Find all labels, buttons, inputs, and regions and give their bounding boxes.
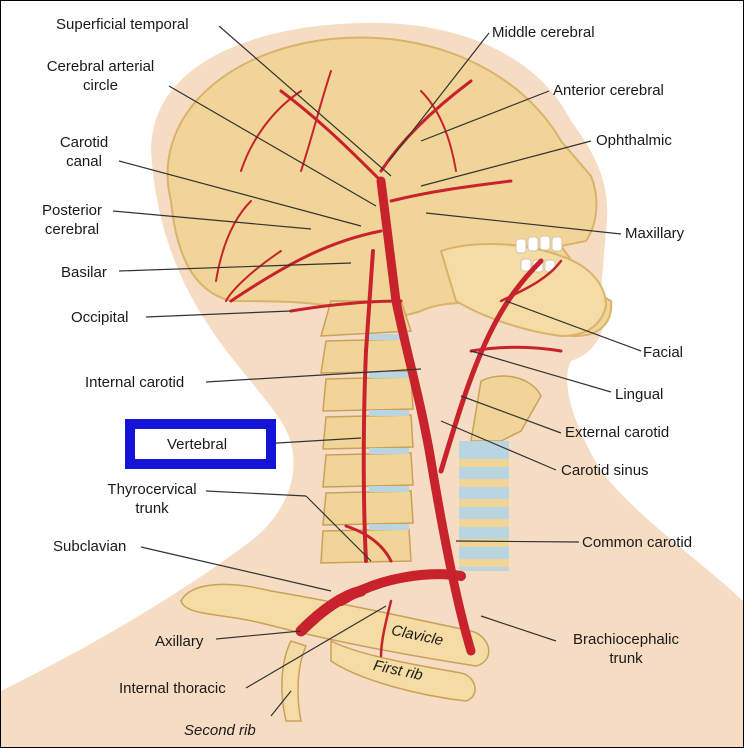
label-superficial-temporal: Superficial temporal: [56, 16, 189, 33]
label-internal-carotid: Internal carotid: [85, 374, 185, 391]
first-rib-bone: [330, 639, 476, 702]
label-brachiocephalic-trunk: Brachiocephalic trunk: [573, 631, 679, 667]
label-external-carotid: External carotid: [565, 424, 670, 441]
clavicle-bone: [180, 583, 490, 667]
larynx-cartilage: [470, 375, 542, 442]
label-carotid-sinus: Carotid sinus: [561, 462, 649, 479]
label-subclavian: Subclavian: [53, 538, 127, 555]
label-vertebral: Vertebral: [167, 436, 228, 453]
label-lingual: Lingual: [615, 386, 664, 403]
second-rib-bone: [281, 640, 308, 722]
intervertebral-discs: [369, 334, 409, 530]
label-cerebral-arterial-circle: Cerebral arterial circle: [46, 58, 155, 94]
trachea-rings: [459, 441, 509, 571]
label-carotid-canal: Carotid canal: [59, 134, 109, 170]
label-facial: Facial: [643, 344, 684, 361]
leader-lines: [112, 25, 642, 717]
label-posterior-cerebral: Posterior cerebral: [41, 202, 103, 238]
label-second-rib: Second rib: [184, 722, 256, 739]
label-internal-thoracic: Internal thoracic: [119, 680, 226, 697]
vertebral-highlight-fill: [135, 429, 266, 459]
label-common-carotid: Common carotid: [582, 534, 693, 551]
vertebral-highlight-box: [125, 419, 276, 469]
label-maxillary: Maxillary: [625, 225, 685, 242]
label-anterior-cerebral: Anterior cerebral: [553, 82, 664, 99]
label-basilar: Basilar: [61, 264, 107, 281]
artery-network: [215, 70, 563, 658]
label-occipital: Occipital: [71, 309, 129, 326]
label-axillary: Axillary: [155, 633, 204, 650]
label-middle-cerebral: Middle cerebral: [492, 24, 595, 41]
label-thyrocervical-trunk: Thyrocervical trunk: [107, 481, 197, 517]
label-ophthalmic: Ophthalmic: [596, 132, 672, 149]
